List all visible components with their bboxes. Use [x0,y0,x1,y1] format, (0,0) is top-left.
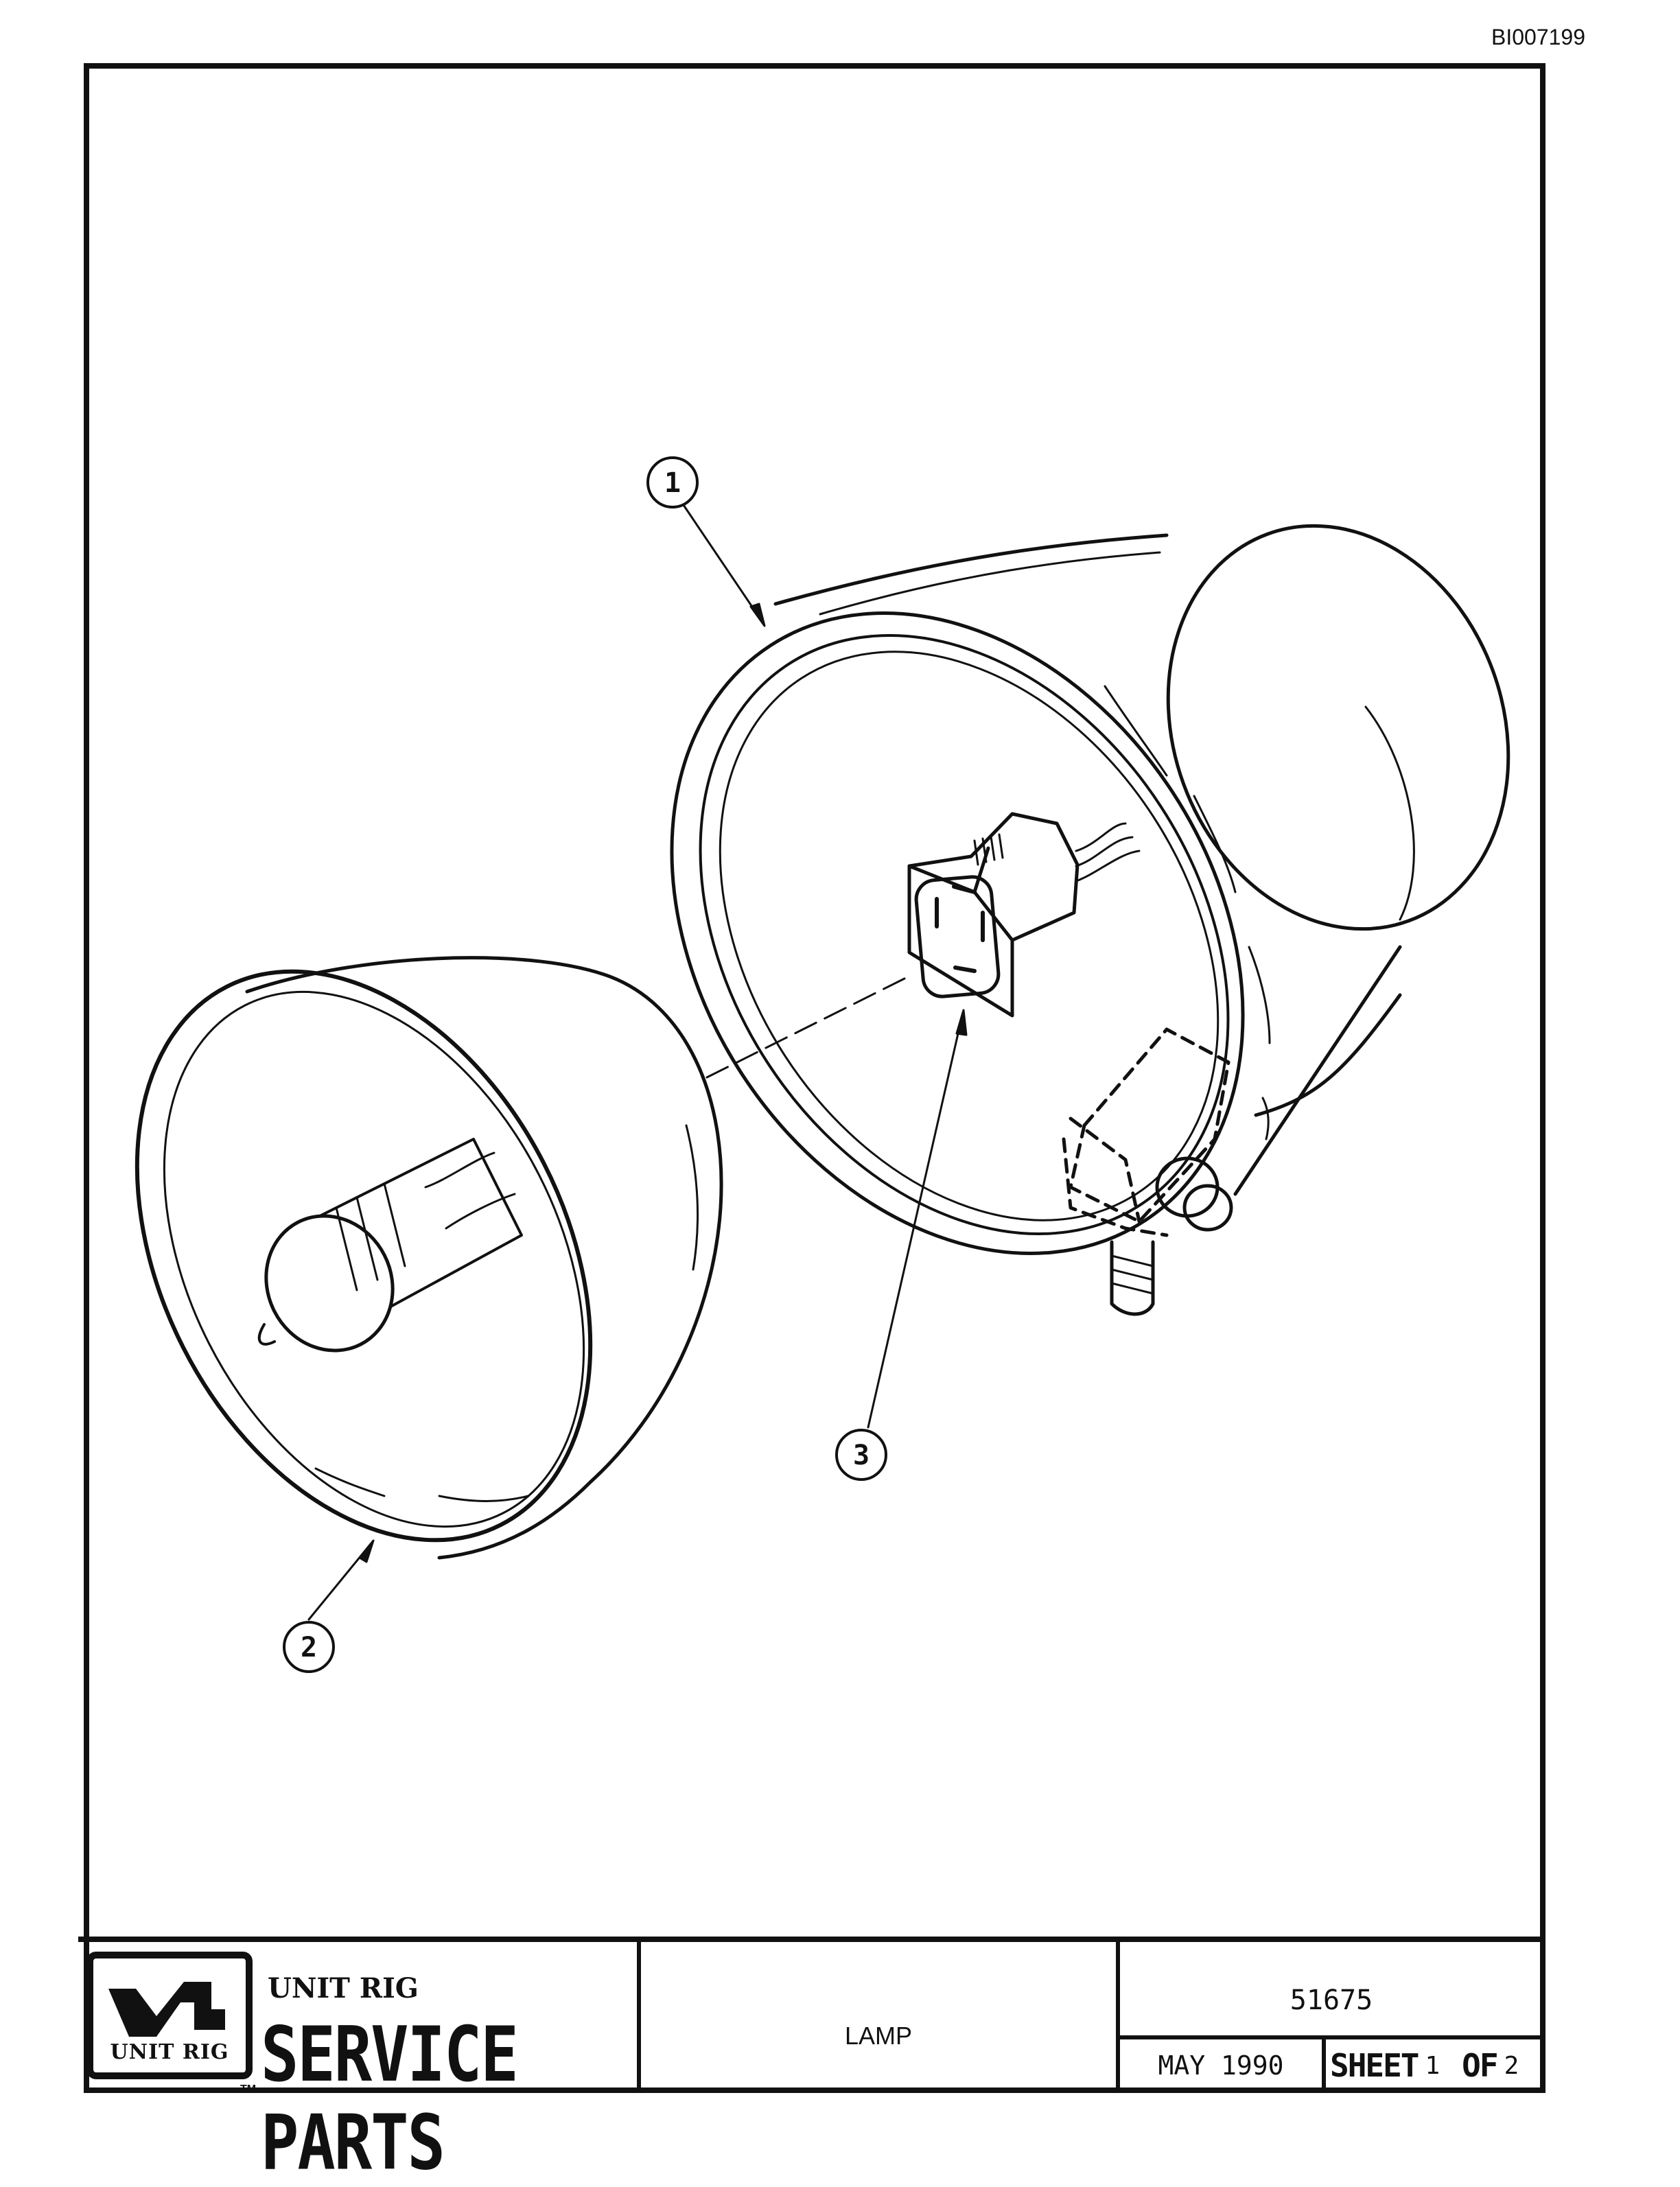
unit-rig-logo: UNIT RIG [86,1952,253,2079]
lamp-socket [907,812,1141,1018]
sheet-total: 2 [1504,2051,1519,2080]
lamp-housing [670,524,1510,1255]
sheet-number: 1 [1425,2051,1440,2080]
title-block-bottom-row: MAY 1990 SHEET 1 OF 2 [1120,2035,1543,2092]
leader-lines [307,504,968,1621]
unit-rig-logo-mark [108,1982,225,2037]
callout-2-number: 2 [301,1632,317,1663]
title-block-company-cell: UNIT RIG TM UNIT RIG SERVICE PARTS [78,1942,641,2187]
callout-3-number: 3 [853,1440,870,1471]
issue-date: MAY 1990 [1120,2039,1326,2092]
title-block: UNIT RIG TM UNIT RIG SERVICE PARTS LAMP … [78,1937,1543,2187]
company-name: UNIT RIG [268,1972,419,2004]
callout-2: 2 [283,1621,335,1673]
lamp-lens-reflector [135,956,723,1560]
mounting-bracket [1062,1027,1233,1316]
sheet-info: SHEET 1 OF 2 [1326,2039,1543,2092]
callout-1: 1 [646,456,699,508]
trademark-mark: TM [240,2083,257,2095]
callout-3: 3 [835,1429,887,1481]
logo-text: UNIT RIG [110,2040,229,2064]
part-name: LAMP [844,2022,913,2050]
part-number: 51675 [1290,1985,1373,2016]
title-block-part-name-cell: LAMP [641,1942,1120,2092]
service-parts-heading: SERVICE PARTS [261,2011,519,2187]
sheet-label: SHEET [1330,2047,1419,2084]
callout-1-number: 1 [664,467,681,499]
assembly-centerline [705,973,914,1079]
of-label: OF [1462,2047,1498,2084]
document-id: BI007199 [1491,25,1585,49]
drawing-frame [84,63,1545,2093]
title-block-number-cell: 51675 MAY 1990 SHEET 1 OF 2 [1120,1942,1543,2092]
